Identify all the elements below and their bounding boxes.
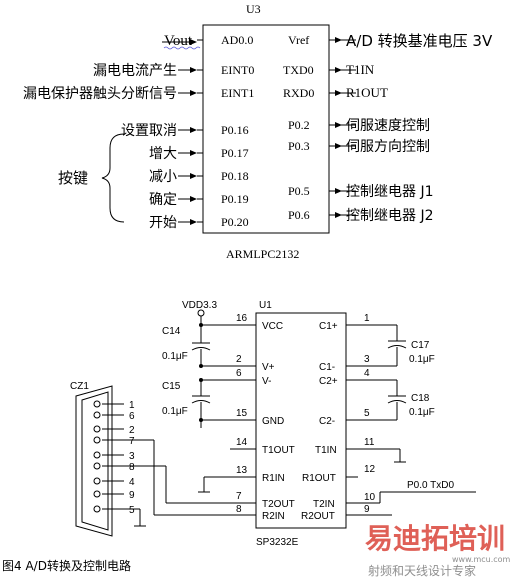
u1-block (75, 312, 476, 537)
cz1-pin: 3 (129, 451, 135, 462)
u1-ref: U1 (259, 300, 272, 311)
cap-c14-value: 0.1μF (162, 351, 188, 362)
cz1-pin: 9 (129, 490, 135, 501)
u1-pin-c2minus: C2- (319, 416, 335, 427)
db9-shell (81, 391, 109, 531)
label-servo-speed: 伺服速度控制 (346, 118, 430, 134)
watermark: 易迪拓培训 射频和天线设计专家 www.mcu.com (365, 522, 511, 578)
u3-pin-eint1: EINT1 (221, 86, 254, 100)
watermark-logo-text: 易迪拓培训 (365, 522, 505, 555)
label-servo-dir: 伺服方向控制 (346, 139, 430, 155)
u3-pin-eint0: EINT0 (221, 63, 254, 77)
cap-c14-ref: C14 (162, 326, 181, 337)
cap-c18-value: 0.1μF (409, 407, 435, 418)
u1-pin-t1in: T1IN (315, 445, 337, 456)
u1-pin-t1out: T1OUT (262, 445, 295, 456)
u1-pinnum: 3 (364, 354, 370, 365)
u1-pinnum: 12 (364, 464, 376, 475)
watermark-subtitle: 射频和天线设计专家 (368, 563, 476, 578)
u3-ref: U3 (246, 2, 261, 16)
u1-pin-c2plus: C2+ (319, 376, 338, 387)
u1-pinnum: 2 (236, 354, 242, 365)
u1-pin-r1in: R1IN (262, 473, 285, 484)
cz1-pin: 1 (129, 400, 135, 411)
u1-pin-vcc: VCC (262, 321, 283, 332)
label-key-up: 增大 (149, 146, 177, 162)
u3-body (202, 24, 330, 234)
label-r1out: R1OUT (346, 85, 388, 100)
cz1-ref: CZ1 (70, 381, 89, 392)
watermark-url: www.mcu.com (452, 555, 511, 564)
u3-pin-p06: P0.6 (288, 208, 310, 222)
u1-pinnum: 15 (236, 408, 248, 419)
u3-pin-p017: P0.17 (221, 146, 249, 160)
u1-pin-r1out: R1OUT (302, 473, 336, 484)
cap-c18-ref: C18 (411, 393, 430, 404)
label-key-group: 按键 (58, 169, 88, 187)
cap-c17-ref: C17 (411, 340, 430, 351)
cap-c17-value: 0.1μF (409, 354, 435, 365)
u1-pinnum: 11 (364, 437, 375, 448)
label-key-down: 减小 (149, 169, 177, 185)
label-relay-j2: 控制继电器 J2 (346, 208, 434, 224)
cz1-pin: 2 (129, 425, 135, 436)
label-leak-current: 漏电电流产生 (93, 63, 177, 79)
u3-pin-txd0: TXD0 (283, 63, 314, 77)
u1-supply: VDD3.3 (182, 300, 217, 311)
u3-pin-p018: P0.18 (221, 169, 249, 183)
u1-pin-gnd: GND (262, 416, 284, 427)
u1-pinnum: 4 (364, 368, 370, 379)
u1-pin-vminus: V- (262, 376, 271, 387)
u1-pin-c1minus: C1- (319, 362, 335, 373)
u3-pin-ad00: AD0.0 (221, 33, 253, 47)
u1-pin-c1plus: C1+ (319, 321, 338, 332)
u3-pin-rxd0: RXD0 (283, 86, 314, 100)
cz1-pin: 4 (129, 477, 135, 488)
cap-c15-value: 0.1μF (162, 406, 188, 417)
figure-caption: 图4 A/D转换及控制电路 (2, 558, 131, 573)
u3-pin-p020: P0.20 (221, 215, 249, 229)
vdd-terminal (197, 309, 205, 317)
cz1-pin: 8 (129, 462, 135, 473)
label-key-set-cancel: 设置取消 (121, 123, 177, 139)
u1-pinnum: 13 (236, 465, 248, 476)
db9-pins (93, 400, 101, 513)
u1-pinnum: 6 (236, 368, 242, 379)
u3-pin-vref: Vref (288, 33, 309, 47)
u1-pinnum: 9 (364, 504, 370, 515)
label-t1in: T1IN (346, 62, 375, 77)
u1-part: SP3232E (256, 537, 299, 548)
label-relay-j1: 控制继电器 J1 (346, 184, 434, 200)
u3-pin-p03: P0.3 (288, 139, 310, 153)
cz1-pin: 7 (129, 436, 135, 447)
label-key-confirm: 确定 (149, 192, 177, 208)
u1-pin-vplus: V+ (262, 362, 275, 373)
u3-part: ARMLPC2132 (226, 247, 299, 261)
u3-pin-p05: P0.5 (288, 184, 310, 198)
u1-pinnum: 7 (236, 491, 242, 502)
label-key-start: 开始 (149, 215, 177, 231)
u1-pin-r2out: R2OUT (301, 511, 335, 522)
cz1-pin: 5 (129, 505, 135, 516)
u1-pinnum: 5 (364, 408, 370, 419)
u3-pin-p02: P0.2 (288, 118, 310, 132)
u1-pinnum: 10 (364, 492, 376, 503)
cap-c15-ref: C15 (162, 381, 181, 392)
spellcheck-underline (163, 46, 201, 50)
cz1-pin: 6 (129, 411, 135, 422)
label-leak-breaker: 漏电保护器触头分断信号 (23, 86, 177, 102)
u1-pinnum: 16 (236, 313, 248, 324)
u3-pin-p016: P0.16 (221, 123, 249, 137)
u1-pinnum: 1 (364, 313, 370, 324)
u3-pin-p019: P0.19 (221, 192, 249, 206)
u1-pinnum: 14 (236, 437, 248, 448)
u1-pin-t2out: T2OUT (262, 499, 295, 510)
u1-pin-t2in: T2IN (313, 499, 335, 510)
label-vout: Vout (164, 33, 193, 49)
net-label-txd0: P0.0 TxD0 (407, 480, 454, 491)
u1-pinnum: 8 (236, 504, 242, 515)
label-adc-vref: A/D 转换基准电压 3V (346, 32, 493, 50)
u1-pin-r2in: R2IN (262, 511, 285, 522)
